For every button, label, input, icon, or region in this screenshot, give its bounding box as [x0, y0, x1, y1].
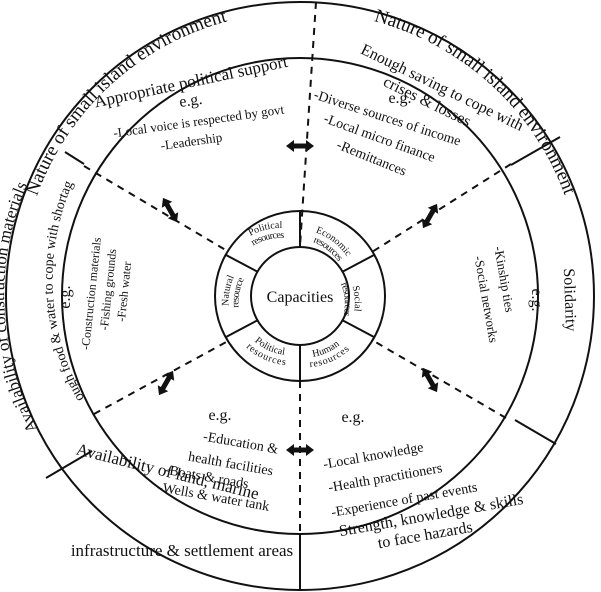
inner-divider	[341, 254, 375, 273]
double-arrow-icon	[421, 203, 439, 229]
sector-divider	[299, 1, 317, 247]
middle-label-right: Solidarity	[560, 268, 579, 332]
eg-label: e.g.	[388, 90, 411, 107]
example-item: -Leadership	[160, 129, 224, 152]
sector-divider	[371, 163, 512, 253]
sector-divider	[83, 165, 230, 253]
ring-divider	[64, 151, 85, 165]
double-arrow-icon	[286, 444, 314, 456]
double-arrow-icon	[286, 140, 314, 152]
center-label: Capacities	[267, 289, 334, 306]
inner-label-social-line2: resources	[338, 281, 353, 317]
inner-divider	[341, 319, 375, 338]
sector-divider	[93, 339, 231, 415]
sector-right: e.g. -Kinship ties -Social networks	[471, 245, 545, 344]
eg-label: e.g.	[208, 407, 231, 424]
outer-label-left: Availability of construction materials	[0, 179, 42, 436]
eg-label: e.g.	[57, 285, 74, 308]
eg-label: e.g.	[178, 91, 203, 111]
ring-divider	[45, 450, 93, 479]
example-item: -Fresh water	[114, 261, 134, 322]
eg-label: e.g.	[341, 409, 364, 426]
double-arrow-icon	[421, 367, 439, 393]
inner-label-social: Social	[350, 285, 363, 313]
ring-divider	[514, 419, 557, 445]
sector-divider	[371, 339, 507, 419]
ring-divider	[510, 136, 561, 166]
inner-divider	[225, 254, 259, 273]
eg-label: e.g.	[528, 288, 545, 311]
double-arrow-icon	[161, 197, 179, 223]
inner-divider	[225, 319, 259, 338]
double-arrow-icon	[157, 370, 175, 396]
outer-label-bottom-left-line2: infrastructure & settlement areas	[71, 541, 293, 560]
sector-left: e.g. -Construction materials -Fishing gr…	[57, 236, 134, 350]
